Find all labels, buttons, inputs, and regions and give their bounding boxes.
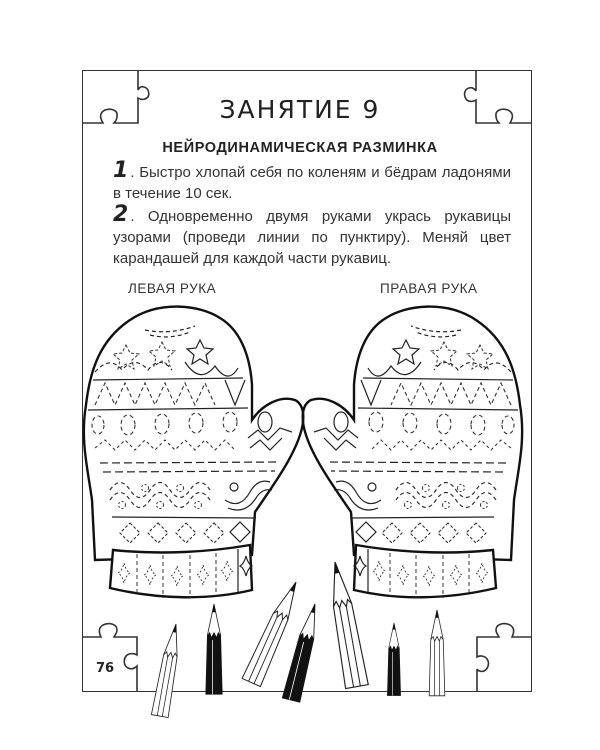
pencil-icon	[150, 622, 185, 718]
puzzle-piece-top-left-icon	[82, 70, 150, 124]
puzzle-piece-top-right-icon	[463, 70, 532, 124]
left-hand-label: ЛЕВАЯ РУКА	[128, 281, 217, 296]
task-number: 1	[113, 158, 129, 183]
page-title: ЗАНЯТИЕ 9	[219, 95, 381, 124]
task-1: 1. Быстро хлопай себя по коленям и бёдра…	[113, 160, 511, 204]
puzzle-piece-bottom-left-icon	[82, 622, 138, 692]
pencil-icon	[387, 622, 401, 696]
page-number: 76	[96, 661, 115, 676]
puzzle-piece-bottom-right-icon	[476, 622, 532, 692]
page-frame	[82, 70, 532, 692]
pencil-icon	[205, 603, 223, 695]
pencil-icon	[428, 609, 446, 697]
task-2: 2. Одновременно двумя руками укрась рука…	[113, 204, 511, 269]
right-mitten[interactable]	[301, 305, 524, 600]
task-text: . Быстро хлопай себя по коленям и бёдрам…	[113, 164, 511, 202]
right-hand-label: ПРАВАЯ РУКА	[380, 281, 478, 296]
task-number: 2	[113, 202, 129, 227]
left-mitten[interactable]	[82, 305, 305, 600]
page-subtitle: НЕЙРОДИНАМИЧЕСКАЯ РАЗМИНКА	[162, 140, 438, 156]
task-text: . Одновременно двумя руками укрась рукав…	[113, 208, 511, 267]
